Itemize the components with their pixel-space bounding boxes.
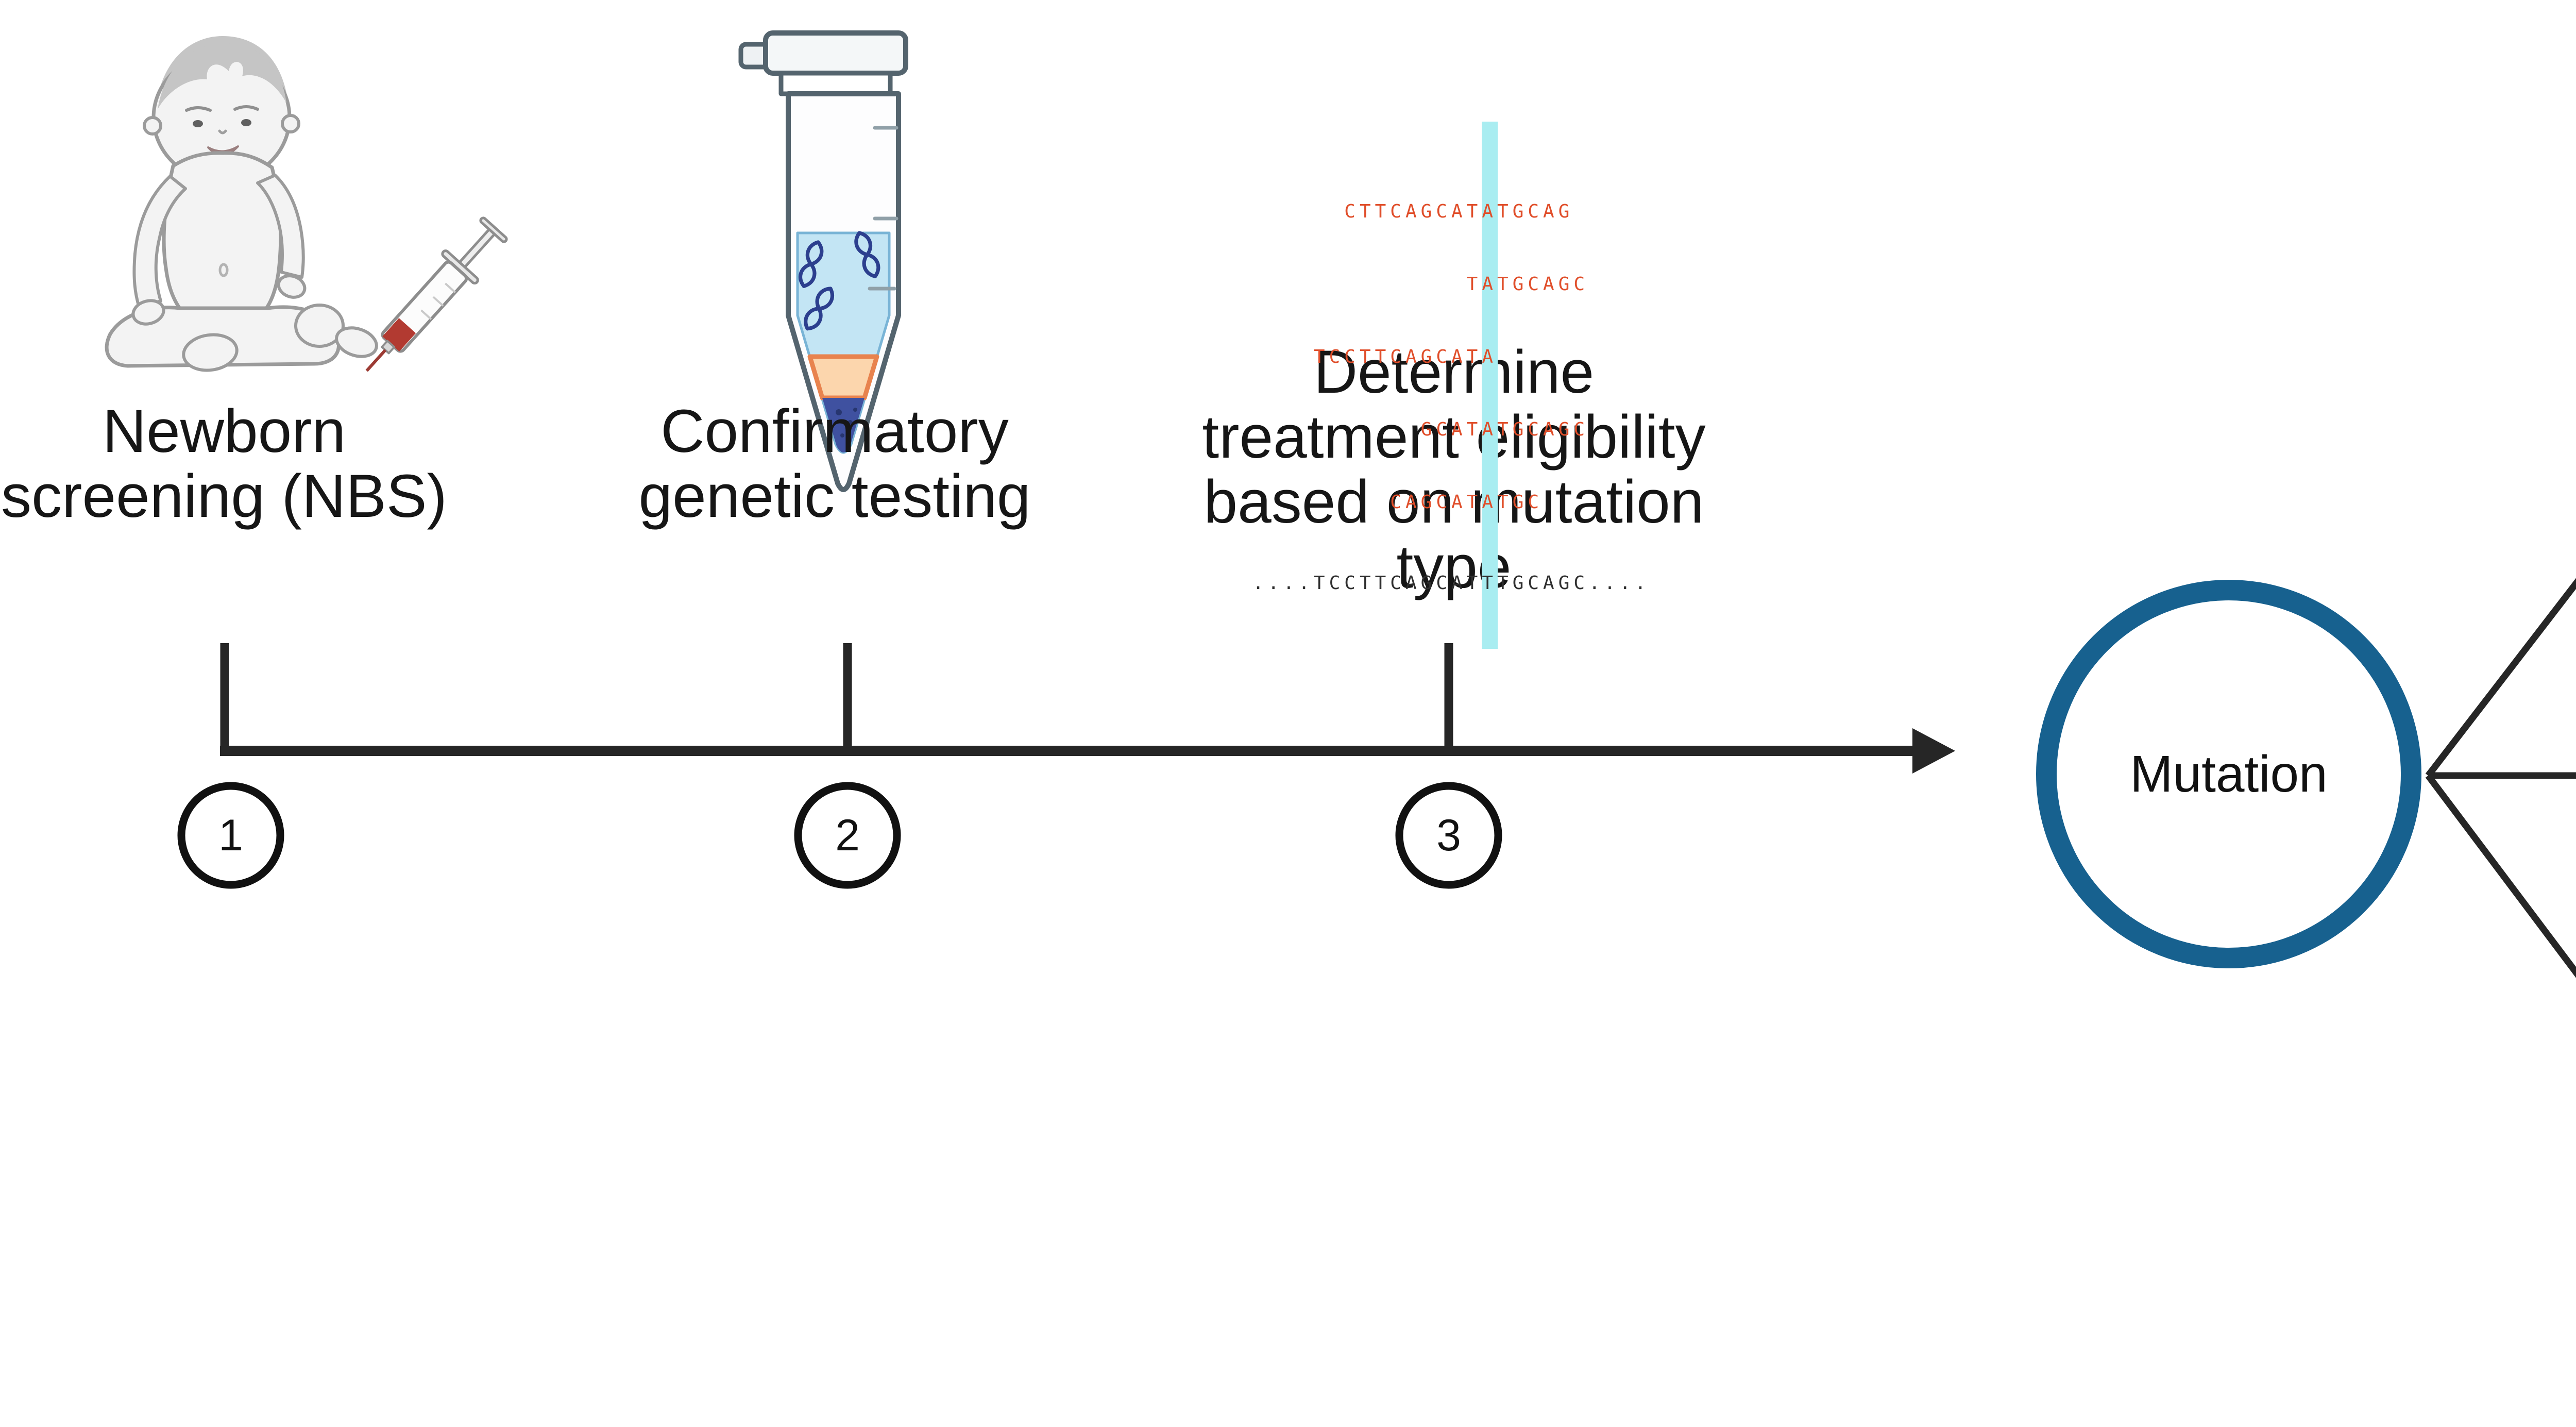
baby-ear-left [143, 116, 162, 136]
mutation-tree: Mutation nonsense deletion Broad [2036, 578, 2576, 978]
sequence-read: TATGCAGC [1252, 274, 1589, 295]
baby-hand-right [277, 274, 307, 299]
syringe-graduation [432, 296, 444, 307]
tube-pellet-speckle [836, 409, 842, 415]
mutation-node-label: Mutation [2130, 745, 2328, 803]
tube-band [807, 354, 879, 400]
baby-brow-right [233, 105, 259, 111]
timeline: 1 2 3 [177, 643, 1955, 889]
step-3-label-line: based on mutation [1204, 468, 1704, 536]
branch-line-top [2425, 578, 2576, 778]
step-1-label: Newborn screening (NBS) [1, 399, 447, 529]
step-2-label: Confirmatory genetic testing [639, 399, 1031, 529]
sequence-read: CTTCAGCATATGCAG [1252, 201, 1574, 222]
tube-pellet-speckle [840, 433, 844, 438]
baby-icon [105, 36, 378, 372]
dna-strand-icon [854, 231, 880, 278]
baby-hand-left [131, 299, 165, 326]
tube-icon [738, 30, 908, 492]
branch-line-bottom [2425, 774, 2576, 978]
mutation-node-circle [2036, 580, 2421, 968]
step-3-label: Determine treatment eligibility based on… [1202, 340, 1705, 599]
dna-strand-icon [804, 287, 835, 331]
syringe-graduation [444, 282, 456, 293]
baby-eye-right [241, 119, 251, 126]
sequence-read: GCATATGCAGC [1252, 419, 1589, 440]
step-number-3: 3 [1436, 811, 1461, 860]
timeline-arrowhead [1912, 728, 1955, 774]
sequence-reference: ....TCCTTCAGCATTTGCAGC.... [1252, 573, 1650, 594]
baby-navel [218, 263, 229, 277]
step-3-label-line: Determine [1313, 338, 1595, 406]
sequence-read: CAGCATATGC [1252, 492, 1544, 513]
syringe-icon [365, 216, 508, 372]
tube-collar [778, 71, 893, 96]
step-number-1: 1 [218, 811, 243, 860]
step-number-circle-1 [177, 782, 284, 889]
step-number-2: 2 [835, 811, 860, 860]
baby-foot-left [182, 333, 239, 372]
syringe-needle [365, 349, 387, 372]
baby-hair-front [158, 43, 286, 109]
tube-pellet-speckle [853, 408, 857, 412]
tube-pellet-speckle [848, 420, 853, 425]
baby-nose [218, 129, 227, 135]
step-2-label-line: Confirmatory [660, 397, 1009, 465]
baby-eye-left [193, 120, 203, 127]
dna-strand-icon [798, 240, 824, 288]
step-1-label-line: Newborn [102, 397, 346, 465]
tube-cap [763, 30, 908, 76]
step-2-label-line: genetic testing [638, 462, 1031, 530]
baby-knee-right [294, 304, 345, 348]
tube-pellet [822, 398, 865, 452]
sequence-read: TCCTTCAGCATA [1252, 346, 1498, 367]
syringe-plunger-rod [458, 228, 496, 268]
mutation-highlight-bar [1482, 122, 1498, 649]
step-number-circle-3 [1395, 782, 1502, 889]
syringe-graduation [420, 309, 432, 320]
baby-torso [162, 151, 283, 333]
baby-foot-right [335, 326, 378, 358]
baby-ear-right [281, 114, 300, 133]
step-number-circle-2 [794, 782, 901, 889]
step-1-label-line: screening (NBS) [1, 462, 447, 530]
baby-brow-left [185, 106, 212, 112]
dna-sequence-panel: CTTCAGCATATGCAG TATGCAGC TCCTTCAGCATA GC… [1252, 122, 1650, 649]
step-3-label-line: treatment eligibility [1202, 403, 1706, 471]
